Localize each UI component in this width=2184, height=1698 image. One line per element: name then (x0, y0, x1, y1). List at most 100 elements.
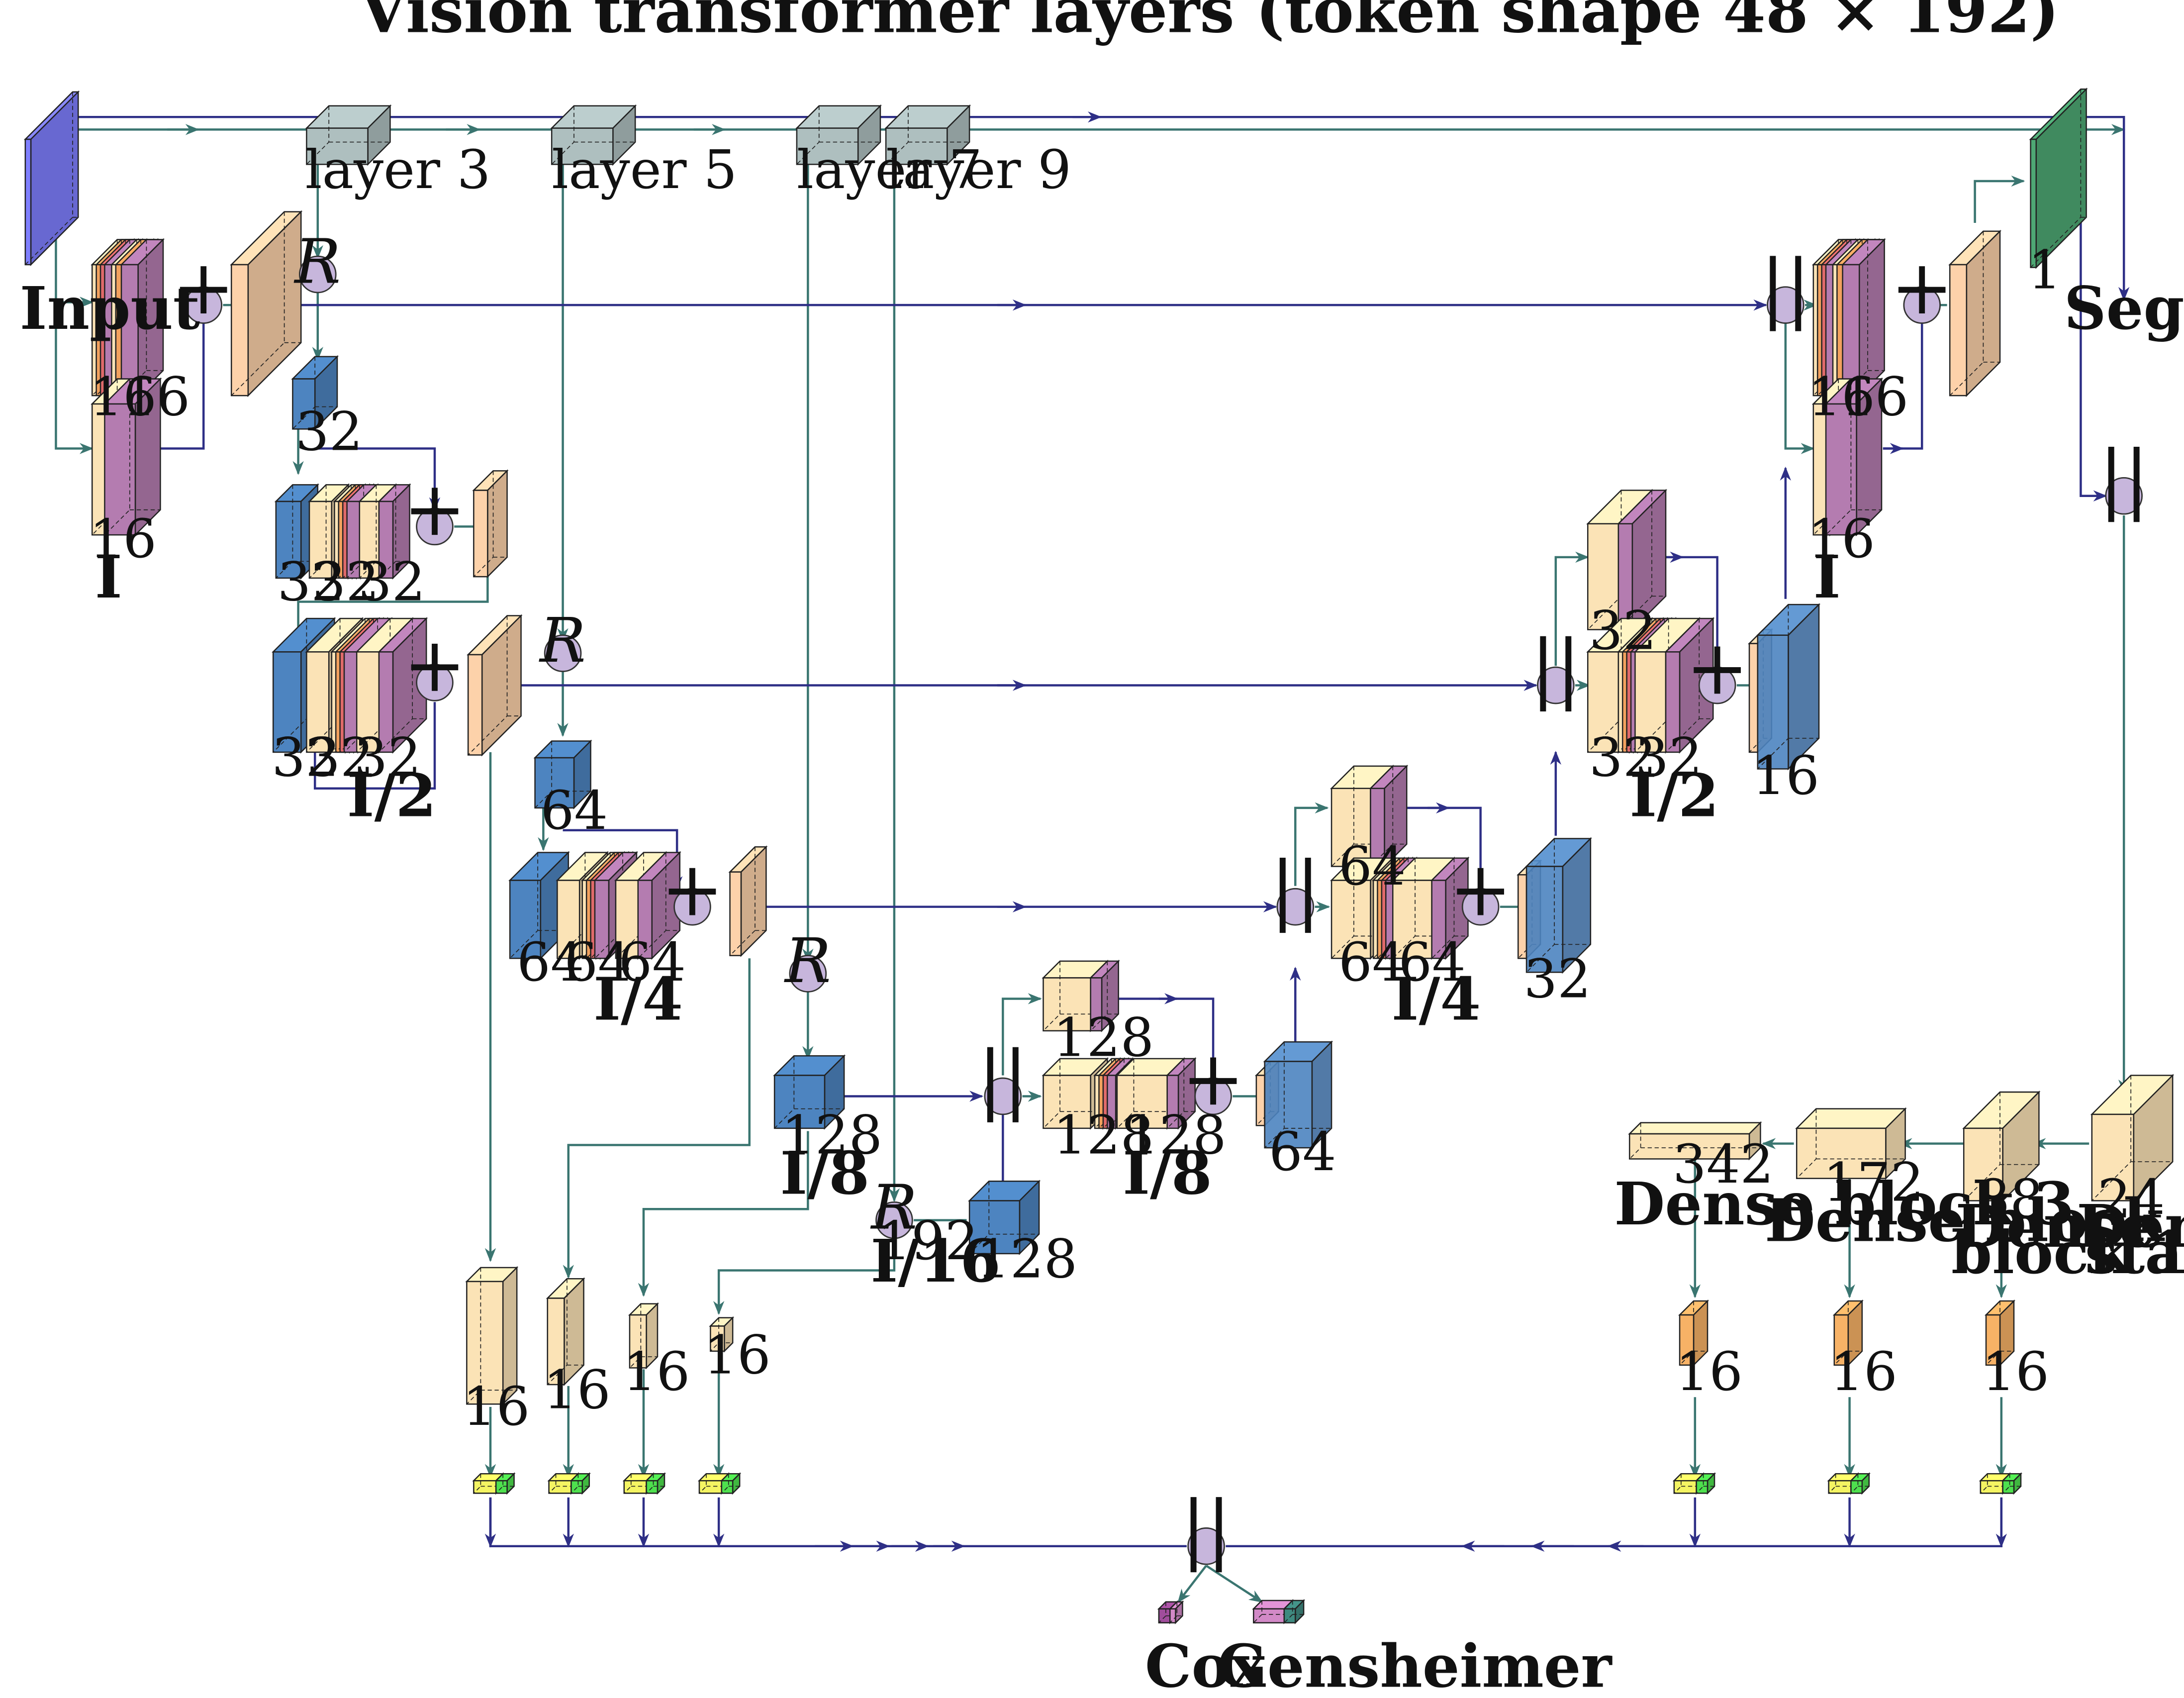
layer9-label: layer 9 (886, 139, 1071, 201)
enc-I2-b2-out (467, 614, 523, 757)
enc-I16-n192: 192 (877, 1210, 978, 1272)
input-label: Input (20, 274, 200, 343)
enc-I2-b2-p (377, 617, 428, 754)
enc-I-n16-c: 16 (90, 508, 157, 570)
concat-op-2-symbol: || (1270, 845, 1321, 933)
add-op-8: + (1891, 244, 1954, 331)
add-op-7: + (1686, 624, 1749, 711)
add-op-4-symbol: + (661, 845, 724, 933)
reshape-op-3-symbol: R (784, 926, 831, 997)
dense-block2-n172: 172 (1823, 1152, 1924, 1213)
fc-block-5-g (1695, 1472, 1716, 1495)
enc-I4-out (728, 845, 768, 957)
concat-op-6-symbol: || (1181, 1485, 1232, 1573)
dec-I8-n128-c: 128 (1126, 1104, 1227, 1166)
enc-I4-n64-a: 64 (541, 780, 608, 842)
dense-start-l2: start (2085, 1218, 2184, 1287)
concat-op-4: || (1760, 244, 1811, 331)
dense-l-4 (709, 1316, 735, 1353)
enc-I4-scale: I/4 (593, 965, 683, 1033)
enc-I8-blue (773, 1054, 846, 1130)
dec-I8-n128-b: 128 (1053, 1104, 1154, 1166)
dense-block1-l1: Dense (1955, 1192, 2156, 1261)
add-op-4: + (661, 845, 724, 933)
dense-block3-label: Dense block 3 (1614, 1170, 2074, 1238)
dec-I-scale: I (1813, 543, 1841, 611)
dense-r-n16-a: 16 (1676, 1341, 1743, 1403)
reshape-op-2-symbol: R (539, 605, 586, 677)
dec-I8-scale: I/8 (1123, 1139, 1212, 1207)
cox-label: Cox (1145, 1632, 1266, 1698)
dense-block1 (1962, 1091, 2041, 1202)
dense-r-n16-b: 16 (1830, 1341, 1897, 1403)
dec-I4-n64-a: 64 (1338, 836, 1406, 898)
dense-l-2 (546, 1277, 585, 1387)
dense-l-3 (628, 1302, 659, 1370)
layer7-label: layer 7 (797, 139, 982, 201)
dense-block2 (1795, 1107, 1907, 1180)
dec-I-purple-2 (1841, 238, 1886, 398)
fc-block-4-y (697, 1472, 730, 1495)
enc-I2-n32-e: 32 (272, 727, 339, 789)
dense-l-1 (465, 1266, 519, 1406)
concat-op-5-symbol: || (2098, 435, 2149, 522)
diagram-title: Vision transformer layers (token shape 4… (359, 0, 2059, 47)
add-op-7-symbol: + (1686, 624, 1749, 711)
concat-op-3: || (1530, 624, 1581, 711)
add-op-5-symbol: + (1182, 1035, 1245, 1122)
dec-I8-n128-a: 128 (1053, 1007, 1154, 1069)
dec-I4-top-p (1369, 764, 1409, 868)
dec-I4-scale: I/4 (1391, 965, 1481, 1033)
dec-I-n16-b: 16 (1841, 366, 1908, 428)
segmentation-channels: 1 (2028, 240, 2062, 301)
gensheimer-label: Gensheimer (1217, 1632, 1613, 1698)
dense-l-n16-a: 16 (463, 1376, 530, 1438)
enc-I2-b1 (274, 483, 319, 580)
enc-I2-n32-c: 32 (312, 552, 380, 613)
concat-op-1-symbol: || (977, 1035, 1028, 1122)
dec-I-out (1948, 229, 2002, 398)
text-labels: Vision transformer layers (token shape 4… (20, 0, 2184, 1698)
enc-I2-b1-p (377, 483, 411, 580)
layer-boxes (23, 88, 2175, 1624)
add-op-2-symbol: + (403, 465, 467, 553)
add-op-5: + (1182, 1035, 1245, 1122)
layer3-label: layer 3 (305, 139, 491, 201)
enc-I16-scale: I/16 (870, 1227, 1001, 1296)
dense-start-l1: Dense (2077, 1192, 2184, 1261)
reshape-op-4: R (870, 1172, 918, 1243)
dec-I8-p (1165, 1057, 1197, 1130)
reshape-op-1: R (293, 226, 341, 298)
enc-I4-down (533, 739, 592, 809)
reshape-op-2: R (539, 605, 586, 677)
dec-I2-out-blue (1756, 603, 1821, 771)
vit-layer3 (305, 104, 392, 166)
reshape-op-4-symbol: R (870, 1172, 918, 1243)
segmentation-plane (2029, 88, 2088, 269)
fc-block-4-g (720, 1472, 742, 1495)
dec-I2-n32-b: 32 (1589, 727, 1656, 789)
enc-I-scale: I (95, 543, 122, 611)
add-op-6: + (1449, 845, 1512, 933)
concat-op-4-symbol: || (1760, 244, 1811, 331)
add-op-6-symbol: + (1449, 845, 1512, 933)
concat-op-3-symbol: || (1530, 624, 1581, 711)
fc-block-2-g (570, 1472, 591, 1495)
dense-r-out-1 (1678, 1299, 1709, 1367)
vit-layer5 (550, 104, 637, 166)
dense-block3-n342: 342 (1673, 1134, 1774, 1196)
dec-I-skip-p (1824, 377, 1884, 537)
dense-start-n24: 24 (2097, 1169, 2165, 1230)
fc-block-1-g (494, 1472, 516, 1495)
dec-I8-n64: 64 (1269, 1121, 1336, 1183)
enc-I2-n32-g: 32 (354, 727, 421, 789)
dec-I8-out-blue (1263, 1040, 1333, 1150)
add-op-3: + (403, 621, 467, 709)
dense-block3 (1628, 1121, 1762, 1161)
segmentation-label: Segmentation (2064, 274, 2184, 343)
enc-I2-n32-f: 32 (306, 727, 374, 789)
dec-I2-scale: I/2 (1629, 762, 1719, 830)
dec-I2-n16: 16 (1752, 745, 1819, 807)
